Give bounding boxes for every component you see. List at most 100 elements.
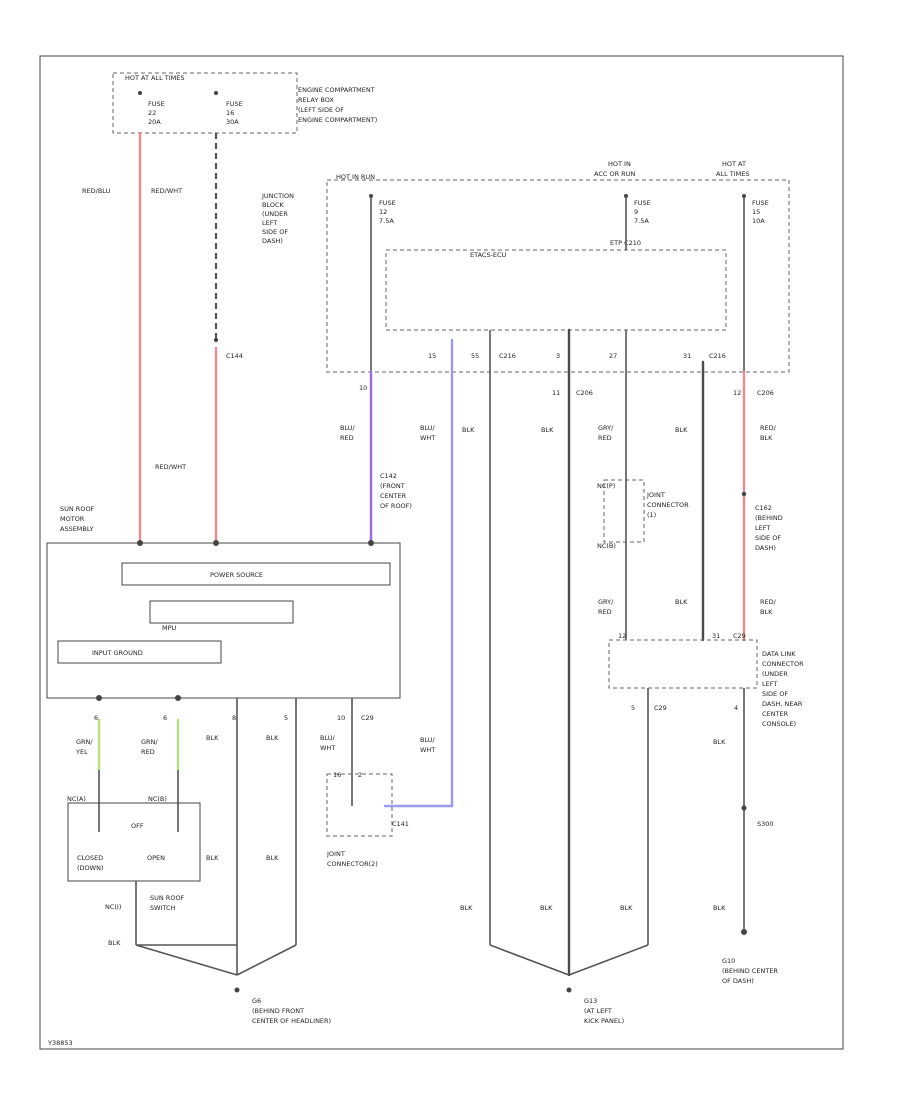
hot-in-run-label: HOT IN RUN [336,173,375,181]
nc-p-label: NC(P) [597,482,615,490]
fuse-a-label: FUSE [148,100,165,108]
hot-at-all-times-right2: ALL TIMES [716,170,749,178]
joint-conn-2-line2: CONNECTOR(2) [327,860,378,868]
hot-at-all-times-top: HOT AT ALL TIMES [125,74,185,82]
data-link-connector [608,639,758,689]
jb-line5: SIDE OF [262,228,288,236]
mpu-relay-box [149,600,294,624]
diagram-frame [39,55,844,1050]
fuse-d-number: 9 [634,208,638,216]
jb-line3: (UNDER [262,210,288,218]
fuse-b-amp: 30A [226,118,239,126]
engine-comp-line3: (LEFT SIDE OF [298,106,344,114]
wire-red-blk-label2: BLK [760,434,773,442]
wire-blu-wht-c-label2: WHT [420,746,435,754]
jb-line1: JUNCTION [261,192,294,200]
wire-blu-wht-b-label2: WHT [320,744,335,752]
junction-block [326,179,790,373]
sunroof-motor-line2: MOTOR [60,515,85,523]
pin-6b: 6 [163,714,167,722]
etacs-label: ETACS-ECU [470,251,507,259]
wire-blu-wht-b-label: BLU/ [320,734,336,742]
pin-27: 27 [609,352,617,360]
wire-blk-2-label: BLK [541,426,554,434]
dlc-line2: CONNECTOR [762,660,804,668]
fuse-c-amp: 7.5A [379,217,394,225]
g13-line3: KICK PANEL) [584,1017,624,1025]
g6-line1: G6 [252,997,261,1005]
wire-blk-8-label: BLK [266,734,279,742]
wire-red-blu-label: RED/BLU [82,187,111,195]
g10-line3: OF DASH) [722,977,754,985]
fuse-d-amp: 7.5A [634,217,649,225]
g6-line2: (BEHIND FRONT [252,1007,304,1015]
joint-1-line3: (1) [647,511,656,519]
pin-6: 6 [94,714,98,722]
pin-31: 31 [683,352,691,360]
sunroof-sw-line1: SUN ROOF [150,894,185,902]
c162-line5: DASH) [755,544,776,552]
pin-5b: 5 [284,714,288,722]
conn-c144-label: C144 [226,352,243,360]
wire-gry-red-b-label2: RED [598,608,612,616]
hot-in-acc-label: HOT IN [608,160,631,168]
pin-55: 55 [471,352,479,360]
c162-line1: C162 [755,504,772,512]
switch-closed-label: CLOSED [77,854,103,862]
nc-b-label: NC(B) [597,542,616,550]
wire-blu-wht-label2: WHT [420,434,435,442]
etacs-ecu-box [385,249,727,331]
wire-blk-11-label: BLK [108,939,121,947]
wire-blk-10-label: BLK [266,854,279,862]
c142-label2: (FRONT [380,482,405,490]
engine-relay-box [112,72,298,134]
mpu-label: MPU [162,624,177,632]
conn-c206: C206 [576,389,593,397]
sunroof-motor-line3: ASSEMBLY [60,525,94,533]
dlc-line3: (UNDER [762,670,788,678]
wire-red-blk-b-label: RED/ [760,598,777,606]
jb-line6: DASH) [262,237,283,245]
g13-ground-converge [489,944,649,976]
dlc-line7: CENTER [762,710,789,718]
c162-line3: LEFT [755,524,770,532]
hot-at-all-times-right: HOT AT [722,160,746,168]
conn-c29c: C29 [361,714,374,722]
power-source-label: POWER SOURCE [210,571,263,579]
wire-blu-red-label: BLU/ [340,424,356,432]
jb-line2: BLOCK [262,201,285,209]
switch-down-label: (DOWN) [77,864,103,872]
wire-grn-red-label2: RED [141,748,155,756]
wire-blk-7-label: BLK [206,734,219,742]
pin-10: 10 [359,384,367,392]
fuse-e-number: 15 [752,208,760,216]
sunroof-sw-line2: SWITCH [150,904,176,912]
fuse-e-amp: 10A [752,217,765,225]
wire-gry-red-b-label: GRY/ [598,598,614,606]
sunroof-motor-line1: SUN ROOF [60,505,95,513]
g6-ground-node [234,987,240,993]
c142-label3: CENTER [380,492,407,500]
dlc-line1: DATA LINK [762,650,796,658]
wire-blk-1-label: BLK [462,426,475,434]
conn-c216b: C216 [709,352,726,360]
nc-i-label: NC(I) [105,903,121,911]
wire-red-blk-label: RED/ [760,424,777,432]
motor-pin-red-wht [213,540,219,546]
motor-pin-grn-yel [96,695,102,701]
g10-ground-node [741,929,747,935]
sunroof-switch-box [67,802,201,882]
s300-label: S300 [757,820,774,828]
hot-in-acc-label2: ACC OR RUN [594,170,635,178]
motor-pin-grn-red [175,695,181,701]
wire-grn-yel-label2: YEL [75,748,88,756]
wire-blk-13-label: BLK [540,904,553,912]
wire-gry-red-label2: RED [598,434,612,442]
pin-12b: 12 [618,632,626,640]
joint-connector-2 [326,773,393,837]
c142-label4: OF ROOF) [380,502,412,510]
wire-red-wht-top-label: RED/WHT [151,187,182,195]
pin-2: 2 [358,771,362,779]
pin-3: 3 [556,352,560,360]
